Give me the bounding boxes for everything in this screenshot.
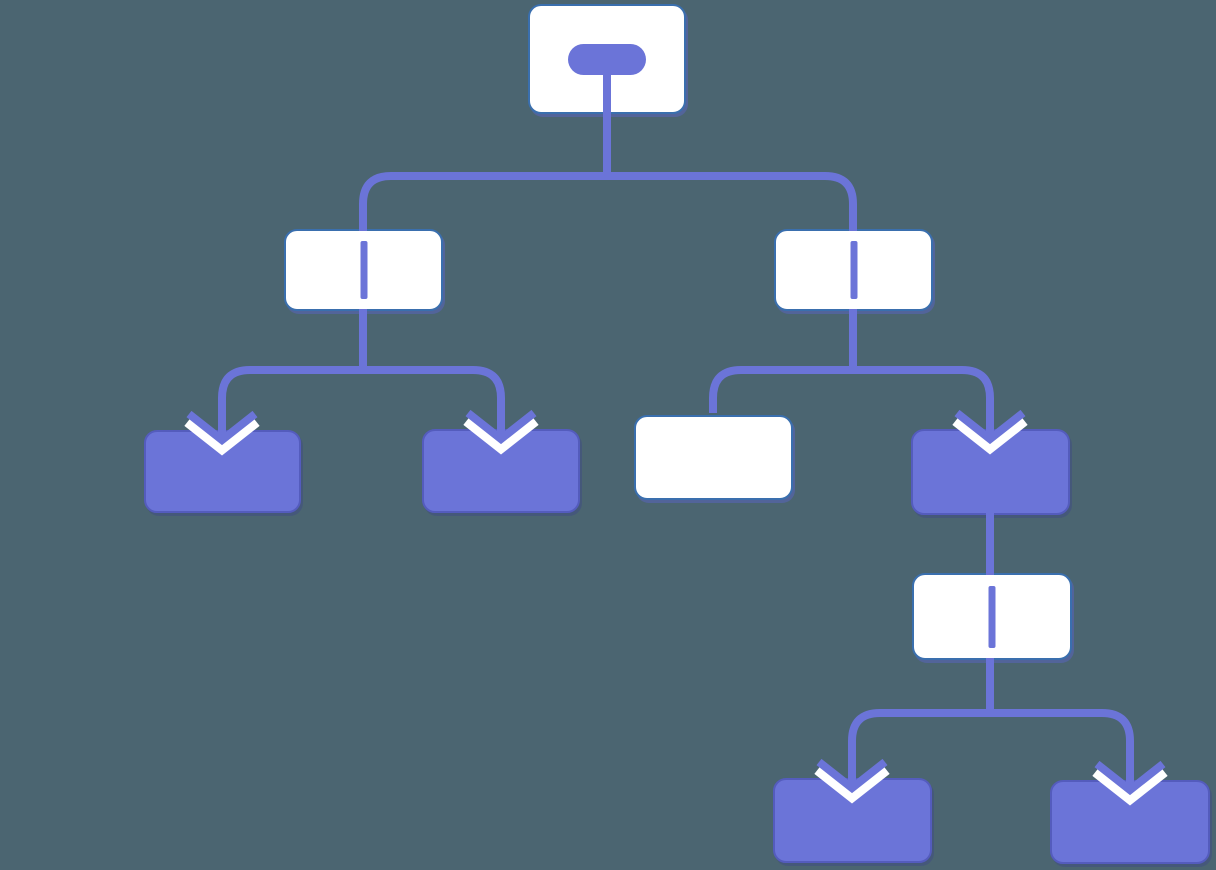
node-leaf-1[interactable]: [144, 430, 301, 513]
pill-stem-icon: [603, 72, 611, 112]
node-child-right[interactable]: [911, 429, 1070, 515]
pill-icon: [568, 44, 646, 75]
node-leaf-2[interactable]: [422, 429, 580, 513]
node-branch-right[interactable]: [774, 229, 933, 311]
connector-left-branch: [218, 366, 505, 436]
vertical-bar-icon: [360, 241, 367, 299]
node-branch-lower[interactable]: [912, 573, 1072, 660]
node-leaf-3[interactable]: [773, 778, 932, 863]
node-branch-left[interactable]: [284, 229, 443, 311]
node-empty[interactable]: [634, 415, 793, 500]
node-leaf-4[interactable]: [1050, 780, 1210, 864]
connector-lower-branch: [848, 709, 1134, 786]
node-root[interactable]: [528, 4, 686, 114]
vertical-bar-icon: [850, 241, 857, 299]
vertical-bar-icon: [988, 586, 996, 648]
connector-root-branch: [359, 172, 857, 231]
